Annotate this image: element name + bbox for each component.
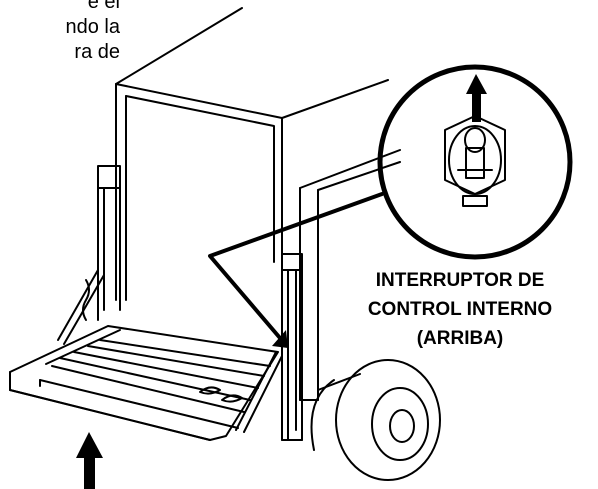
left-lift-column bbox=[57, 165, 121, 345]
intro-text: e el ndo la ra de bbox=[0, 0, 121, 65]
intro-line: e el bbox=[87, 0, 120, 13]
intro-line: ra de bbox=[74, 41, 120, 63]
callout-line-2: CONTROL INTERNO bbox=[367, 299, 553, 320]
switch-magnifier bbox=[377, 64, 573, 260]
switch-callout-label: INTERRUPTOR DE CONTROL INTERNO (ARRIBA) bbox=[322, 266, 598, 353]
callout-line-3: (ARRIBA) bbox=[416, 328, 504, 349]
rear-wheel bbox=[310, 359, 441, 481]
platform-up-arrow-icon bbox=[76, 432, 103, 489]
callout-leader bbox=[208, 192, 384, 340]
callout-line-1: INTERRUPTOR DE bbox=[375, 270, 545, 291]
up-arrow-icon bbox=[466, 74, 487, 122]
intro-line: ndo la bbox=[65, 16, 121, 38]
lift-platform bbox=[9, 325, 279, 441]
leader-arrowhead bbox=[272, 330, 288, 348]
